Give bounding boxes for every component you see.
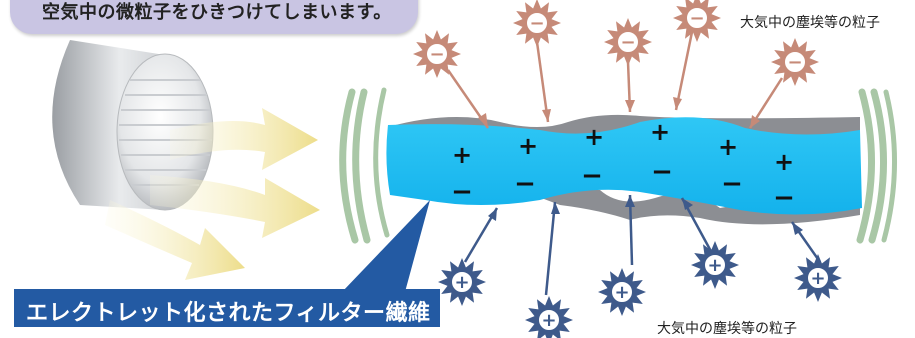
charge-plus: + [518,132,538,160]
positive-particle-icon-symbol: + [707,255,722,276]
positive-particles: + + + + + [438,241,842,338]
label-top-particles: 大気中の塵埃等の粒子 [740,15,880,31]
electret-fiber [386,114,862,225]
positive-particle-icon-symbol: + [614,282,629,303]
bottom-banner-text: エレクトレット化されたフィルター繊維 [26,301,431,326]
positive-particle-icon: + [438,258,486,306]
charge-plus: + [774,148,794,176]
positive-particle-icon: + [598,268,646,316]
negative-particle-icon-symbol: − [689,8,704,29]
positive-particle-icon-symbol: + [541,310,556,331]
negative-particle-icon-symbol: − [620,32,635,53]
bottom-banner: エレクトレット化されたフィルター繊維 [14,289,440,327]
negative-particle-icon-symbol: − [787,52,802,73]
negative-particle-icon-symbol: − [529,13,544,34]
positive-particle-icon: + [525,296,573,338]
positive-particle-icon: + [691,241,739,289]
charge-plus: + [718,133,738,161]
charge-minus: − [773,183,795,213]
fiber-charges: + + + + + + − − − − − − [451,118,795,213]
charge-minus: − [514,169,536,199]
fiber-pointer [342,200,430,292]
positive-particle-icon-symbol: + [810,268,825,289]
negative-particles: − − − − − [413,0,819,86]
charge-plus: + [650,118,670,146]
charge-minus: − [721,169,743,199]
negative-particle-icon: − [673,0,721,42]
charge-plus: + [452,141,472,169]
positive-particle-icon: + [794,254,842,302]
charge-minus: − [451,177,473,207]
airflow-arrow-icon [105,108,320,280]
negative-particle-icon: − [413,30,461,78]
top-banner: 空気中の微粒子をひきつけてしまいます。 [10,0,418,34]
negative-particle-icon: − [604,18,652,66]
attraction-arrows [446,31,822,296]
negative-particle-icon: − [513,0,561,47]
frame-bracket-icon [339,87,898,244]
positive-particle-icon-symbol: + [454,272,469,293]
label-bottom-particles: 大気中の塵埃等の粒子 [657,321,797,337]
charge-plus: + [584,123,604,151]
negative-particle-icon: − [771,38,819,86]
top-banner-text: 空気中の微粒子をひきつけてしまいます。 [42,2,392,23]
charge-minus: − [651,157,673,187]
negative-particle-icon-symbol: − [429,44,444,65]
charge-minus: − [581,161,603,191]
